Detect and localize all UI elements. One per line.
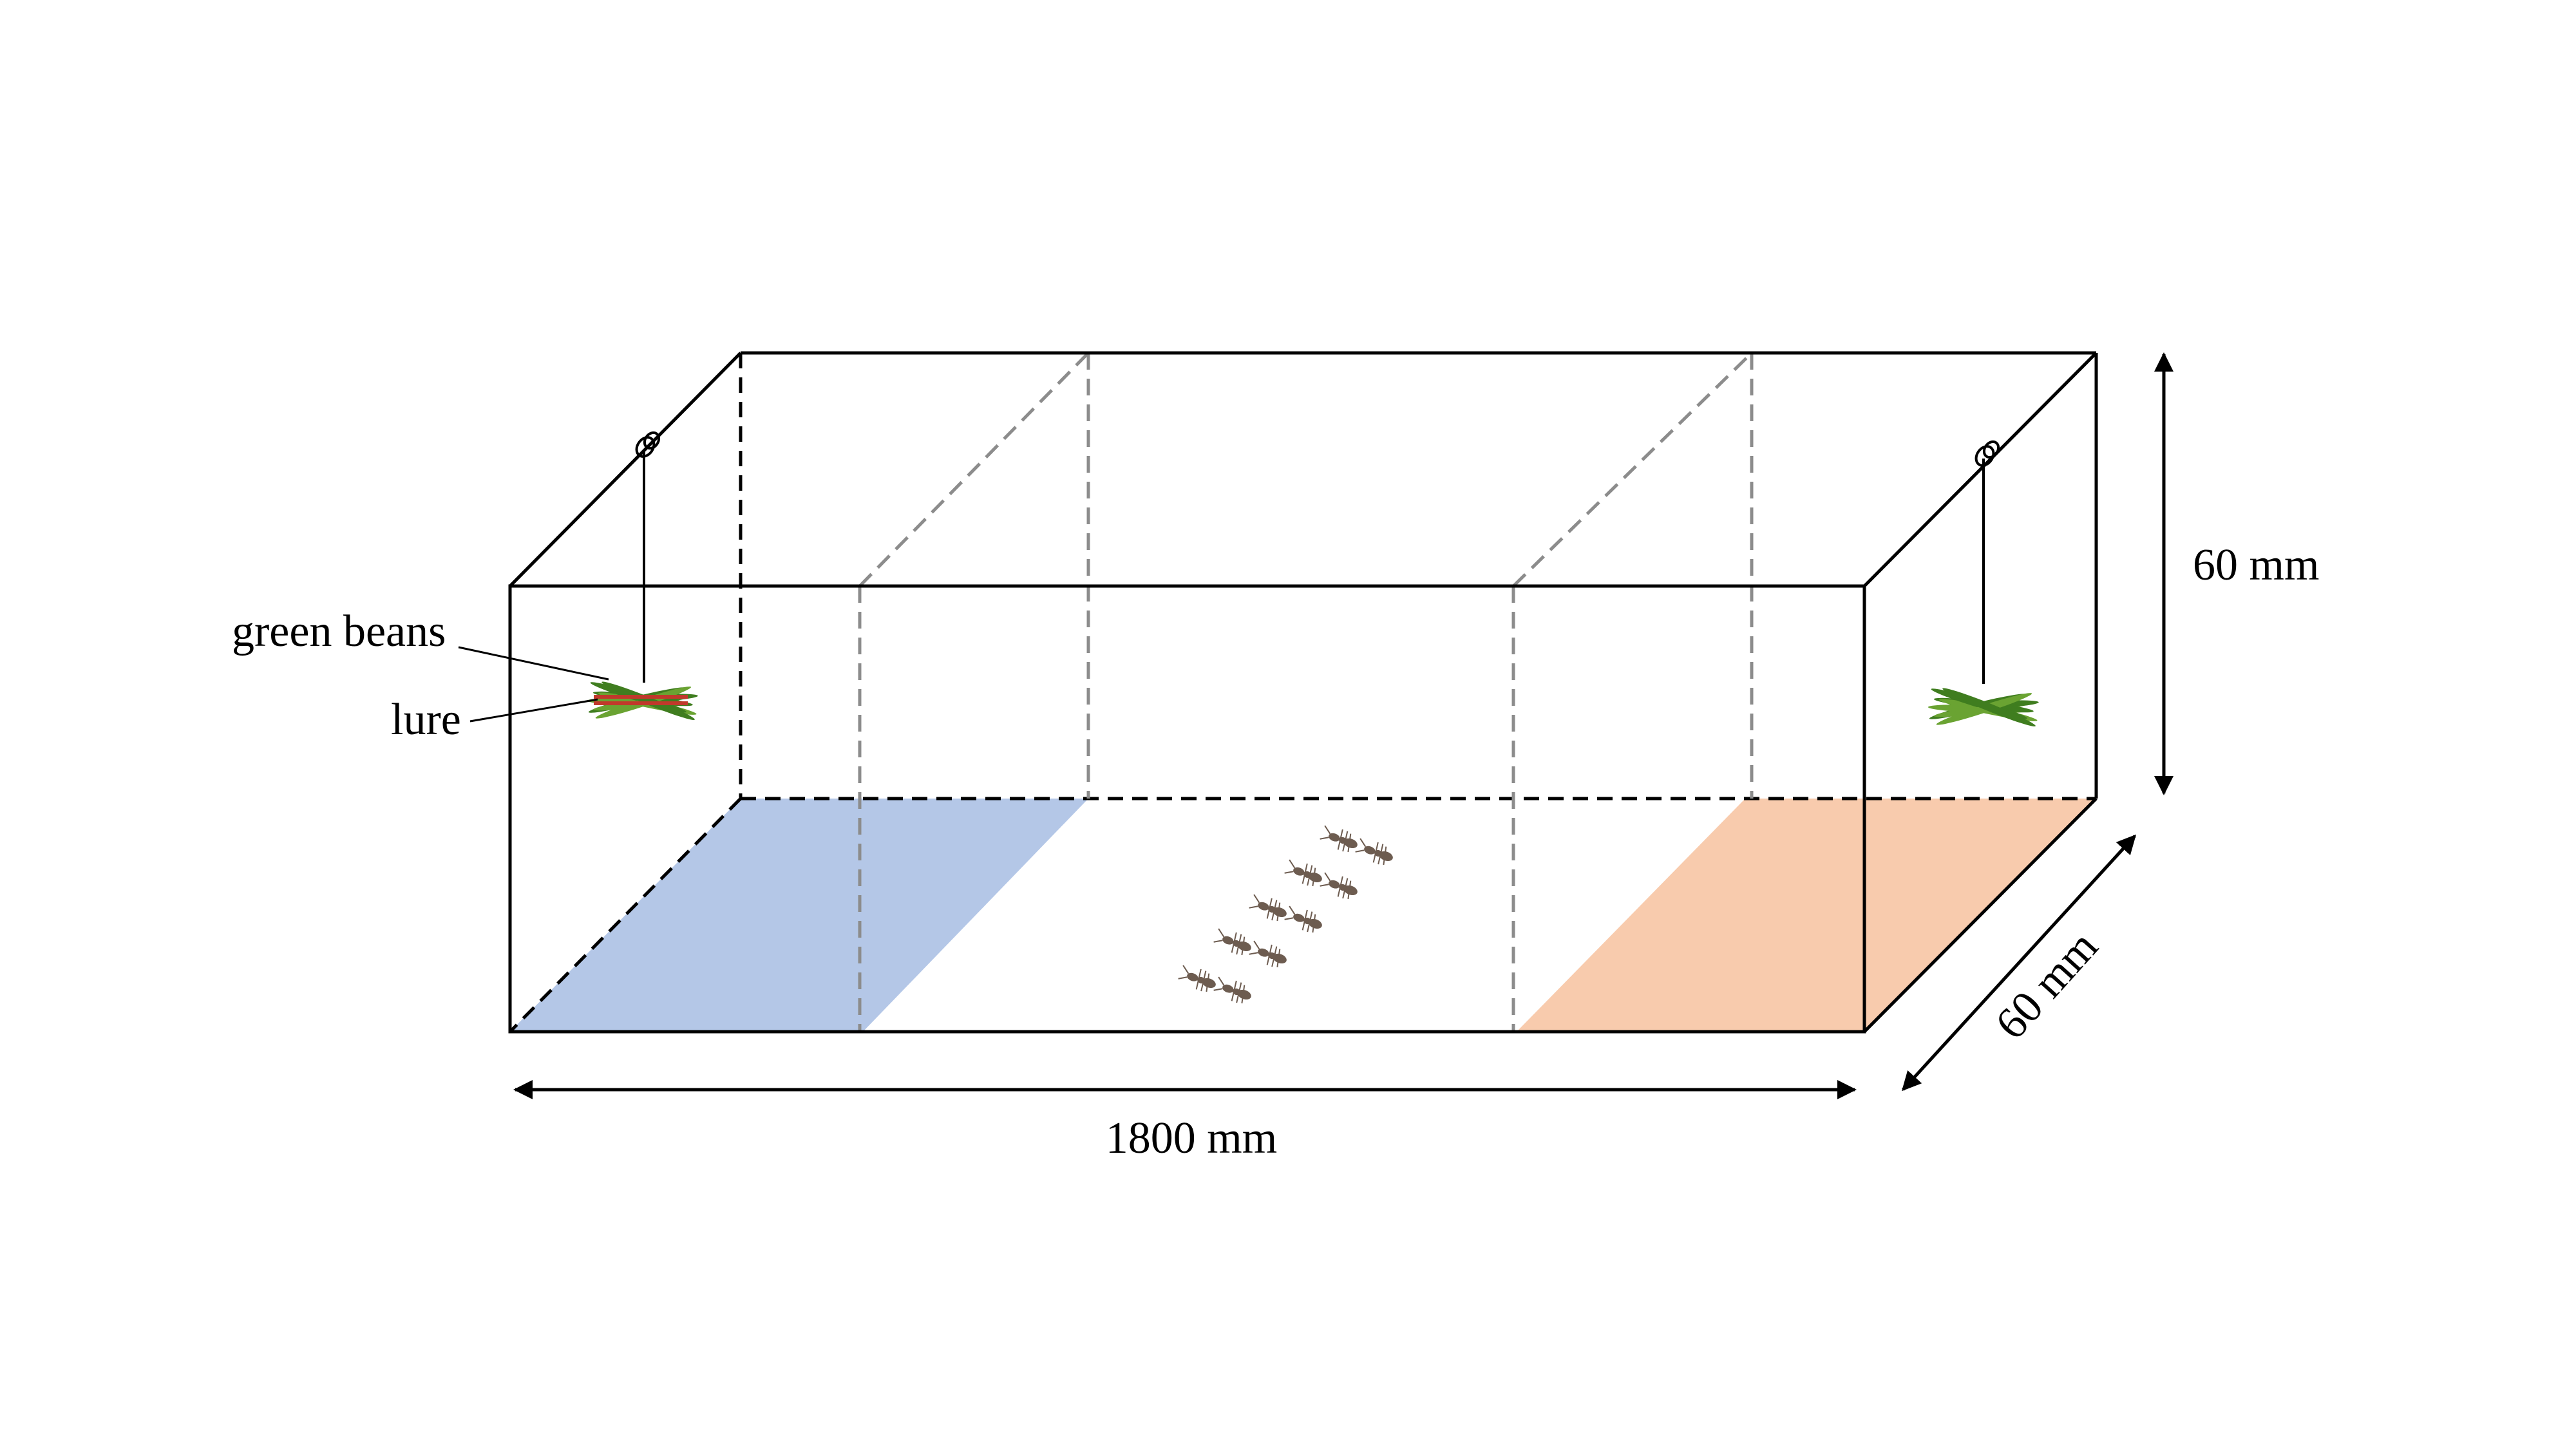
top-right-diagonal-edge [1863, 352, 2098, 587]
bean-pod [601, 681, 695, 720]
ant-icon [1249, 940, 1287, 968]
ant-icon [1249, 894, 1287, 922]
front-face [508, 584, 1866, 1034]
lure-leader [469, 698, 598, 723]
left-treatment-zone [510, 799, 1088, 1032]
depth-dimension-label: 60 mm [1986, 922, 2108, 1048]
green-bean-bundle-icon [1927, 688, 2039, 726]
ant-icon [1320, 825, 1358, 853]
ant-icon [1284, 905, 1322, 933]
hook-knot-icon [1975, 440, 2000, 467]
bean-pod [1942, 688, 2036, 726]
divider-lines [858, 352, 1754, 1032]
green-beans-leader [458, 646, 609, 681]
right-hanger [1975, 440, 2000, 684]
green-bean-bundle-icon [587, 681, 698, 720]
depth-arrow [1901, 834, 2137, 1092]
ant-icon [1320, 872, 1358, 900]
hidden-edges [509, 353, 2096, 1033]
hook-knot-icon [635, 431, 661, 458]
green-beans-label: green beans [232, 607, 446, 656]
lure-label: lure [391, 695, 461, 744]
left-divider-top-diagonal [858, 352, 1090, 587]
dimension-arrows [513, 352, 2174, 1099]
left-hanger [635, 431, 661, 683]
ant-icon [1213, 928, 1251, 956]
ant-icon [1213, 976, 1251, 1004]
ant-icon [1284, 859, 1322, 887]
length-dimension-label: 1800 mm [1106, 1113, 1277, 1163]
top-left-diagonal-edge [509, 352, 742, 587]
ant-icon [1355, 838, 1393, 866]
leader-lines [458, 646, 609, 723]
lure-strip [594, 695, 688, 705]
right-divider-top-diagonal [1512, 352, 1753, 587]
ant-icon [1178, 965, 1216, 992]
floor-left-diagonal-edge [509, 797, 742, 1033]
insect-group [1178, 825, 1393, 1004]
height-dimension-label: 60 mm [2193, 540, 2319, 590]
